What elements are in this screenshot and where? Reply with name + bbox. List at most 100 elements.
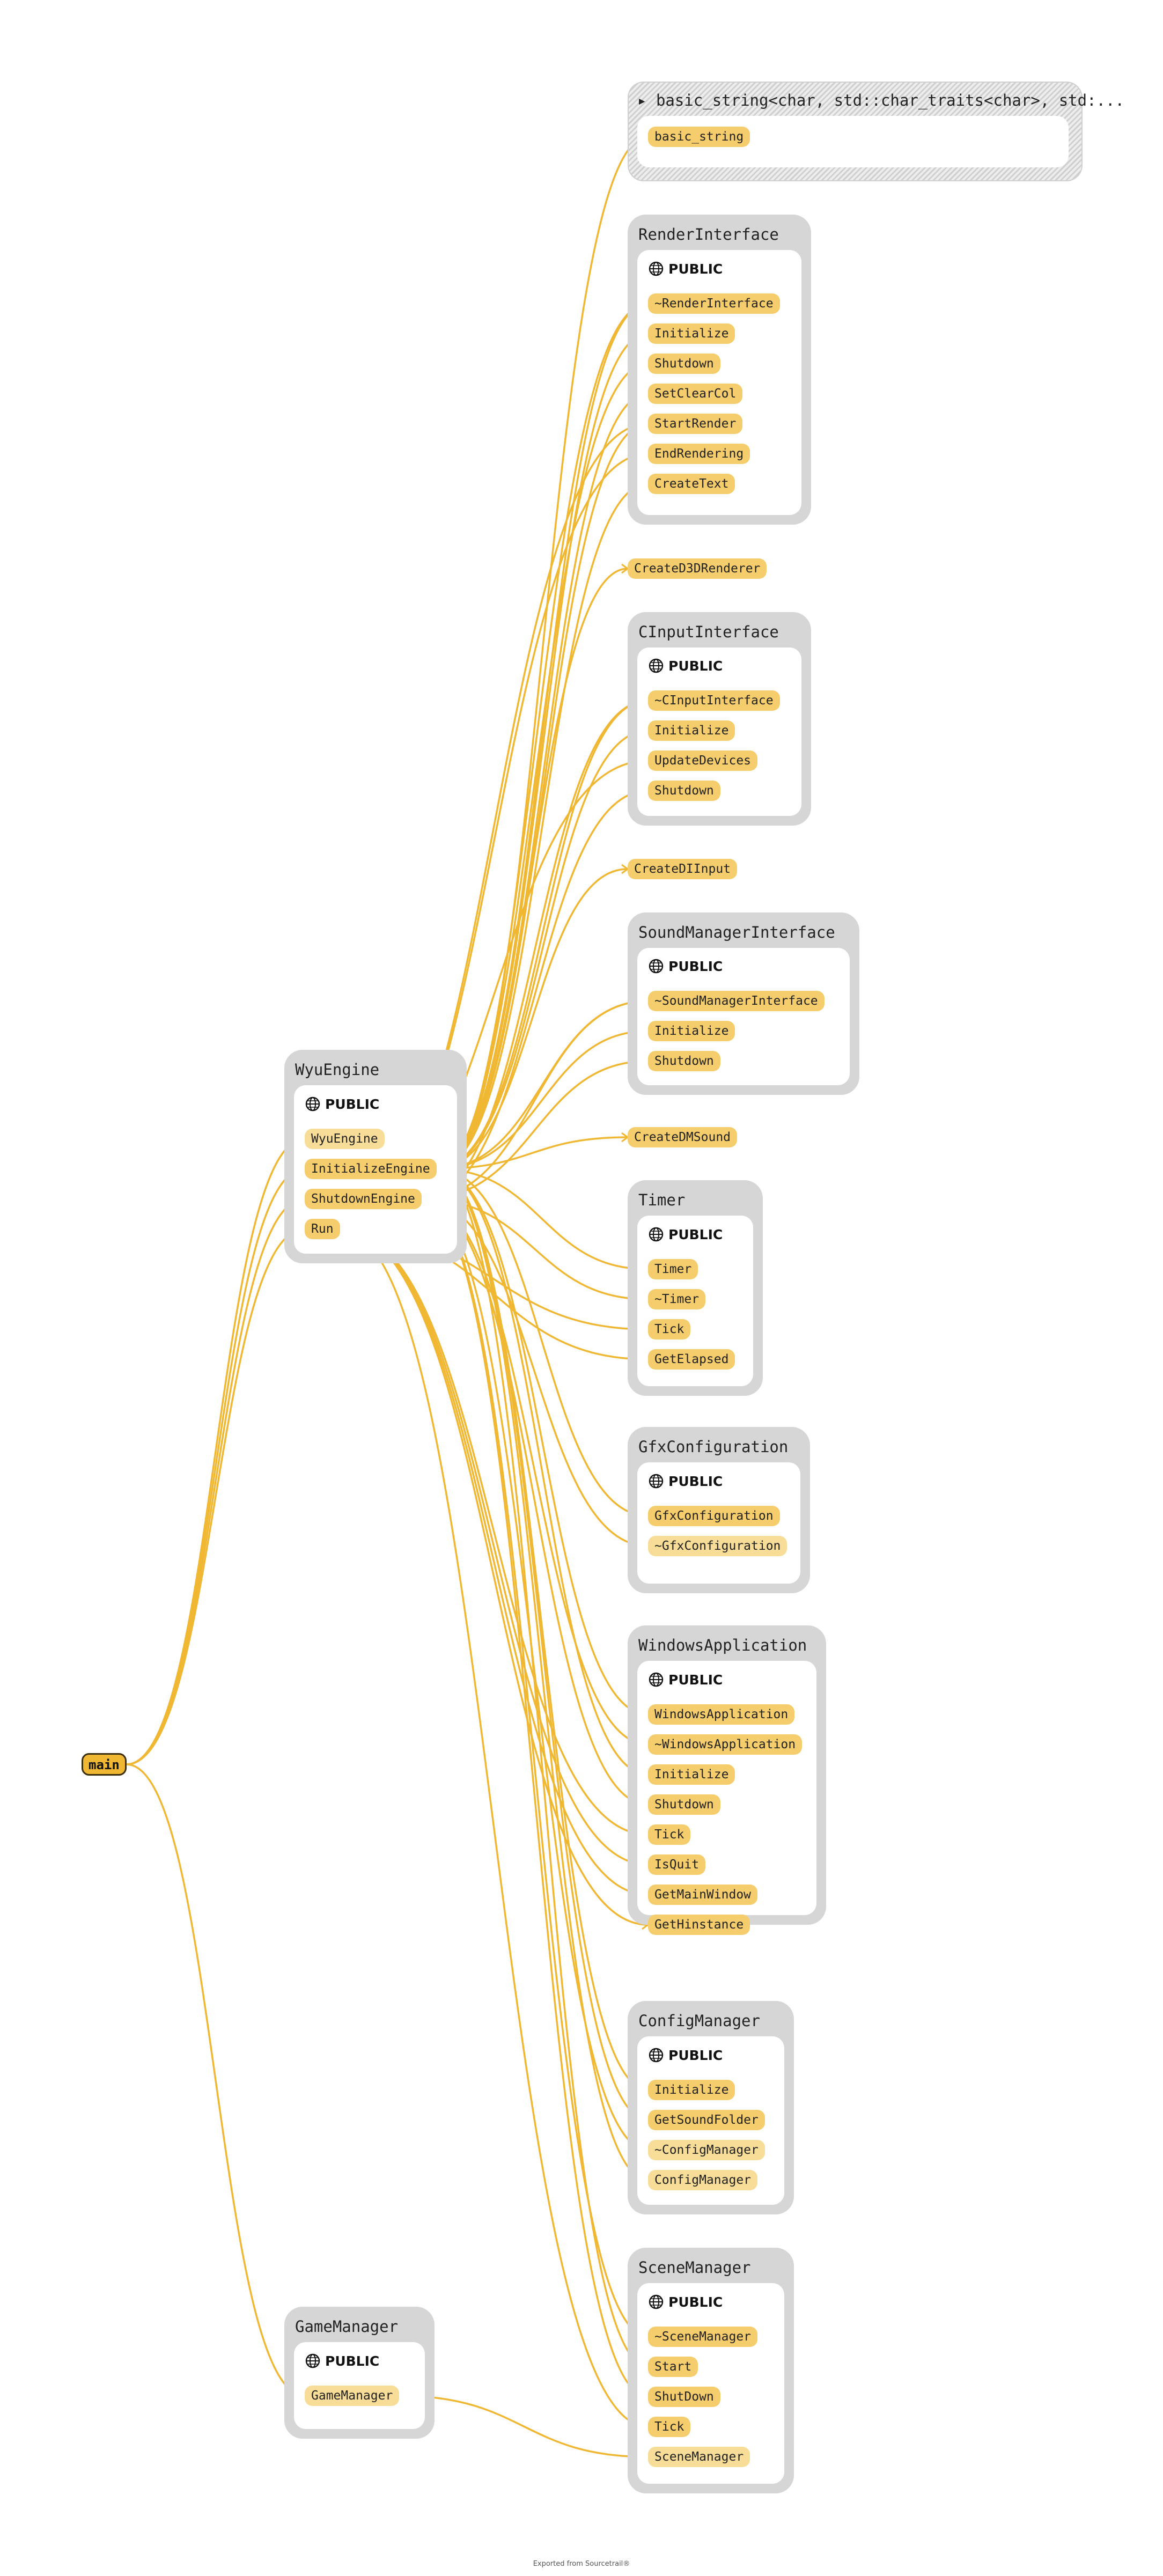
node-winapp-is-quit[interactable]: IsQuit — [648, 1854, 706, 1875]
edge-initialize-engine — [436, 333, 649, 1170]
node-render-start-render[interactable]: StartRender — [648, 414, 743, 434]
node-main[interactable]: main — [82, 1753, 127, 1776]
node-sound-initialize[interactable]: Initialize — [648, 1021, 735, 1041]
footer-export-note: Exported from Sourcetrail® — [533, 2560, 630, 2568]
node-render-shutdown[interactable]: Shutdown — [648, 354, 720, 374]
edge-run — [340, 1228, 649, 1836]
group-game-manager[interactable]: GameManager — [284, 2307, 435, 2439]
node-winapp-get-hinstance[interactable]: GetHinstance — [648, 1915, 750, 1935]
node-scene-shutdown[interactable]: ShutDown — [648, 2387, 720, 2407]
edge-initialize-engine — [436, 1168, 649, 1776]
edge-shutdown-engine — [421, 1198, 649, 1806]
node-cinput-update-devices[interactable]: UpdateDevices — [648, 750, 758, 771]
node-winapp-shutdown[interactable]: Shutdown — [648, 1794, 720, 1815]
edge-initialize-engine — [436, 730, 649, 1170]
node-config-destructor[interactable]: ~ConfigManager — [648, 2140, 765, 2160]
node-sound-shutdown[interactable]: Shutdown — [648, 1051, 720, 1071]
edge-initialize-engine — [436, 1168, 649, 1270]
node-winapp-tick[interactable]: Tick — [648, 1824, 691, 1845]
globe-icon — [649, 2294, 664, 2309]
group-title-basic-string[interactable]: ▸ basic_string<char, std::char_traits<ch… — [637, 91, 1124, 109]
node-wyu-run[interactable]: Run — [305, 1219, 340, 1239]
node-scene-start[interactable]: Start — [648, 2357, 698, 2377]
globe-icon — [305, 2353, 320, 2368]
edge-arrowhead — [621, 1132, 629, 1143]
access-public: PUBLIC — [305, 2353, 379, 2369]
globe-icon — [649, 1227, 664, 1242]
node-basic-string[interactable]: basic_string — [648, 127, 750, 147]
edge-initialize-engine — [436, 1168, 649, 1517]
node-wyu-shutdown-engine[interactable]: ShutdownEngine — [305, 1189, 422, 1209]
node-create-di-input[interactable]: CreateDIInput — [628, 859, 738, 879]
node-render-destructor[interactable]: ~RenderInterface — [648, 293, 780, 314]
node-winapp-initialize[interactable]: Initialize — [648, 1764, 735, 1785]
edge-initialize-engine — [436, 303, 649, 1170]
node-timer-constructor[interactable]: Timer — [648, 1259, 698, 1279]
node-scene-constructor[interactable]: SceneManager — [648, 2447, 750, 2467]
node-config-initialize[interactable]: Initialize — [648, 2080, 735, 2100]
expand-triangle-icon[interactable]: ▸ — [637, 91, 647, 109]
node-scene-tick[interactable]: Tick — [648, 2417, 691, 2437]
edge-initialize-engine — [436, 1168, 649, 2181]
node-timer-tick[interactable]: Tick — [648, 1319, 691, 1339]
edge-initialize-engine — [436, 423, 649, 1170]
node-gfx-constructor[interactable]: GfxConfiguration — [648, 1506, 780, 1526]
node-winapp-constructor[interactable]: WindowsApplication — [648, 1704, 795, 1725]
group-title: GameManager — [295, 2317, 399, 2336]
edge-initialize-engine — [436, 1168, 649, 2368]
node-cinput-shutdown[interactable]: Shutdown — [648, 781, 720, 801]
node-game-manager-constructor[interactable]: GameManager — [305, 2386, 400, 2406]
node-render-create-text[interactable]: CreateText — [648, 474, 735, 494]
edge-initialize-engine — [436, 393, 649, 1170]
node-render-end-rendering[interactable]: EndRendering — [648, 444, 750, 464]
edge-arrowhead — [621, 864, 629, 874]
globe-icon — [649, 1474, 664, 1489]
globe-icon — [649, 2048, 664, 2063]
node-winapp-get-main-window[interactable]: GetMainWindow — [648, 1885, 758, 1905]
group-title: WindowsApplication — [638, 1636, 807, 1654]
edge-initialize-engine — [436, 700, 649, 1170]
access-public: PUBLIC — [648, 2294, 723, 2310]
group-body — [637, 1661, 816, 1915]
node-timer-destructor[interactable]: ~Timer — [648, 1289, 706, 1309]
edge-shutdown-engine — [421, 1198, 649, 2338]
edge-shutdown-engine — [421, 1198, 649, 2398]
edge-initialize-engine — [436, 483, 649, 1170]
group-title: CInputInterface — [638, 623, 779, 641]
edge-initialize-engine — [436, 136, 649, 1170]
access-public: PUBLIC — [648, 1226, 723, 1242]
access-public: PUBLIC — [648, 2047, 723, 2063]
group-title: WyuEngine — [295, 1061, 380, 1079]
node-render-initialize[interactable]: Initialize — [648, 323, 735, 344]
node-create-dm-sound[interactable]: CreateDMSound — [628, 1127, 738, 1147]
node-wyu-engine-constructor[interactable]: WyuEngine — [305, 1129, 385, 1149]
node-config-get-sound-folder[interactable]: GetSoundFolder — [648, 2110, 765, 2130]
access-public: PUBLIC — [648, 958, 723, 974]
edge-main — [126, 1168, 305, 1765]
node-render-set-clear-col[interactable]: SetClearCol — [648, 384, 743, 404]
node-sound-destructor[interactable]: ~SoundManagerInterface — [648, 991, 825, 1011]
edge-initialize-engine — [436, 1000, 649, 1170]
node-gfx-destructor[interactable]: ~GfxConfiguration — [648, 1536, 787, 1556]
node-cinput-initialize[interactable]: Initialize — [648, 720, 735, 741]
edge-run — [340, 1228, 649, 2428]
node-config-constructor[interactable]: ConfigManager — [648, 2170, 758, 2190]
globe-icon — [305, 1096, 320, 1112]
node-winapp-destructor[interactable]: ~WindowsApplication — [648, 1734, 803, 1755]
node-timer-get-elapsed[interactable]: GetElapsed — [648, 1349, 735, 1370]
node-create-d3d-renderer[interactable]: CreateD3DRenderer — [628, 558, 767, 579]
edge-game-manager — [399, 2395, 649, 2458]
edge-initialize-engine — [436, 1030, 649, 1170]
edge-run — [340, 1228, 649, 1866]
edge-initialize-engine — [436, 1168, 649, 2121]
edge-initialize-engine — [436, 1168, 649, 1716]
edge-shutdown-engine — [421, 1198, 649, 2151]
node-wyu-initialize-engine[interactable]: InitializeEngine — [305, 1159, 437, 1179]
node-scene-destructor[interactable]: ~SceneManager — [648, 2327, 758, 2347]
globe-icon — [649, 959, 664, 974]
globe-icon — [649, 261, 664, 276]
node-cinput-destructor[interactable]: ~CInputInterface — [648, 690, 780, 711]
access-public: PUBLIC — [648, 1672, 723, 1688]
edge-main — [126, 1228, 305, 1765]
